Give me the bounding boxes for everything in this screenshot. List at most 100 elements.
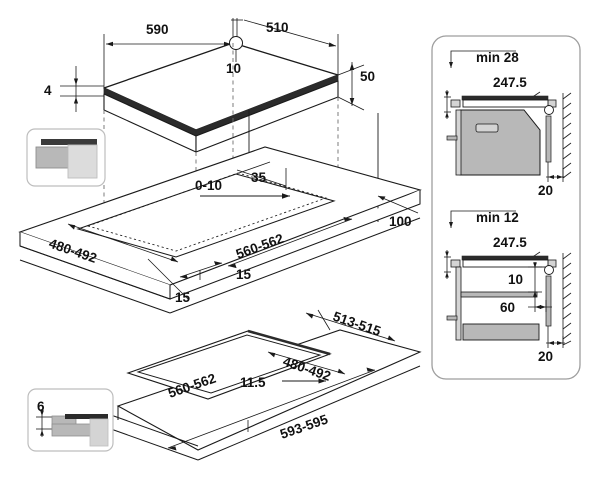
section-b-knob (446, 315, 458, 321)
arrow-513-b (387, 335, 395, 341)
section-b-rear-gap-label: 20 (538, 349, 553, 364)
dim-100-group (377, 195, 419, 214)
arrow-593-b (366, 367, 375, 372)
dim-label-100: 100 (389, 214, 412, 229)
callout-circle-10 (229, 36, 243, 50)
arrow-590-left (106, 41, 113, 47)
inset-top-cabinet-block (67, 144, 98, 179)
dim-15-left-group (147, 258, 189, 300)
section-b-min-label: min 12 (476, 210, 519, 225)
worktop-band-line-b (169, 217, 421, 314)
section-b-wall-hatch (562, 252, 572, 346)
inset-arrow-6-top (40, 410, 44, 416)
dim-35-group (235, 161, 287, 190)
section-a-min-arrow (449, 62, 453, 68)
dim-label-10: 10 (226, 61, 241, 76)
arrow-480l-a (268, 352, 276, 358)
dim-line-560-562 (227, 218, 353, 267)
dim-560-562-group (227, 216, 353, 269)
dim-480-492-lower-group (267, 351, 346, 375)
section-b-front-panel (455, 266, 462, 341)
arrow-100 (378, 196, 386, 201)
section-b-shelf-gap-label: 10 (508, 272, 523, 287)
inset-top-glass-bar (41, 139, 97, 145)
section-b-dim-20-group (546, 326, 565, 348)
section-a-oven-handle (475, 123, 499, 133)
section-a-min-label: min 28 (476, 50, 519, 65)
arrow-590-right (224, 41, 231, 47)
arrow-560-562-b (343, 216, 352, 222)
section-a-drawing (444, 50, 572, 182)
arrow-11-5 (318, 378, 326, 384)
section-b-rear-rail (545, 275, 552, 327)
dim-line-35 (236, 169, 287, 187)
arrow-593-a (168, 446, 177, 451)
dim-0-10-group (200, 193, 290, 199)
section-a-oven-body (459, 109, 541, 176)
section-a-left-tick-group (444, 90, 451, 119)
arrow-4-bottom (73, 97, 79, 104)
dim-line-513-515 (305, 312, 396, 342)
section-b-depth-label: 247.5 (493, 235, 527, 250)
lower-band-c (197, 365, 421, 461)
worktop-band-line-c (19, 245, 171, 300)
dim-513-515-group (305, 309, 396, 342)
section-b-worktop-left (450, 259, 461, 268)
section-b-rear-fitting (544, 265, 554, 275)
inset-bottom-glass-bar (65, 414, 108, 419)
dim-480-492-group (67, 223, 179, 263)
section-b-front-gap-label: 60 (500, 300, 515, 315)
dim-line-593-595 (167, 369, 376, 449)
arrow-480-492-b (170, 256, 178, 262)
dim-15-right-group (179, 261, 223, 280)
dim-510-group (243, 19, 339, 75)
worktop-group (18, 146, 422, 314)
dim-590-group (103, 18, 234, 88)
dim-label-0-10: 0-10 (195, 178, 222, 193)
inset-dim-6-group (36, 409, 52, 437)
section-a-rear-fitting (544, 105, 554, 115)
arrow-480l-b (337, 368, 345, 374)
section-b-dim-60-group (528, 292, 552, 312)
dim-label-15-left: 15 (175, 290, 191, 305)
dim-50-group (337, 62, 365, 111)
section-a-oven-knob (446, 135, 458, 141)
ext-513-a (317, 309, 331, 331)
section-a-hob-glass (461, 95, 549, 101)
ext-line-35-a (235, 161, 271, 175)
section-a-oven-front-panel (455, 109, 462, 176)
ext-line-50-bottom (337, 96, 365, 111)
dim-line-480-492-lower (267, 351, 346, 375)
arrow-15-right-a (180, 274, 188, 279)
dim-label-510: 510 (266, 20, 289, 35)
section-b-hob-body (462, 259, 549, 268)
arrow-513-a (306, 313, 314, 319)
arrow-0-10 (282, 193, 290, 199)
arrow-480-492-a (68, 224, 76, 230)
inset-bottom-cabinet-block (89, 418, 109, 447)
dim-line-480-492 (67, 223, 179, 263)
inset-arrow-6-bottom (40, 430, 44, 436)
lower-cutout-group (79, 329, 422, 461)
section-a-rear-gap-label: 20 (538, 183, 553, 198)
lower-recess-inner-outline (136, 334, 322, 394)
arrow-50-top (349, 63, 355, 70)
arrow-510-right (328, 42, 336, 47)
section-a-depth-label: 247.5 (493, 75, 527, 90)
dim-line-100 (377, 195, 419, 214)
dim-label-4: 4 (44, 83, 52, 98)
lower-recess-rim-dark (247, 329, 331, 356)
dim-line-15-right (179, 262, 223, 278)
dim-line-15-left (147, 258, 189, 300)
arrow-4-top (73, 78, 79, 85)
section-b-min-arrow (449, 222, 453, 228)
section-b-hob-glass (461, 255, 549, 261)
inset-top-worktop-block (35, 146, 69, 169)
arrow-15-right-b (214, 261, 222, 266)
section-a-dim-20-group (546, 162, 565, 182)
dim-4-group (60, 66, 104, 112)
section-b-shelf (460, 291, 538, 298)
worktop-cutout-hidden-outline (86, 172, 328, 252)
arrow-50-bottom (349, 98, 355, 105)
